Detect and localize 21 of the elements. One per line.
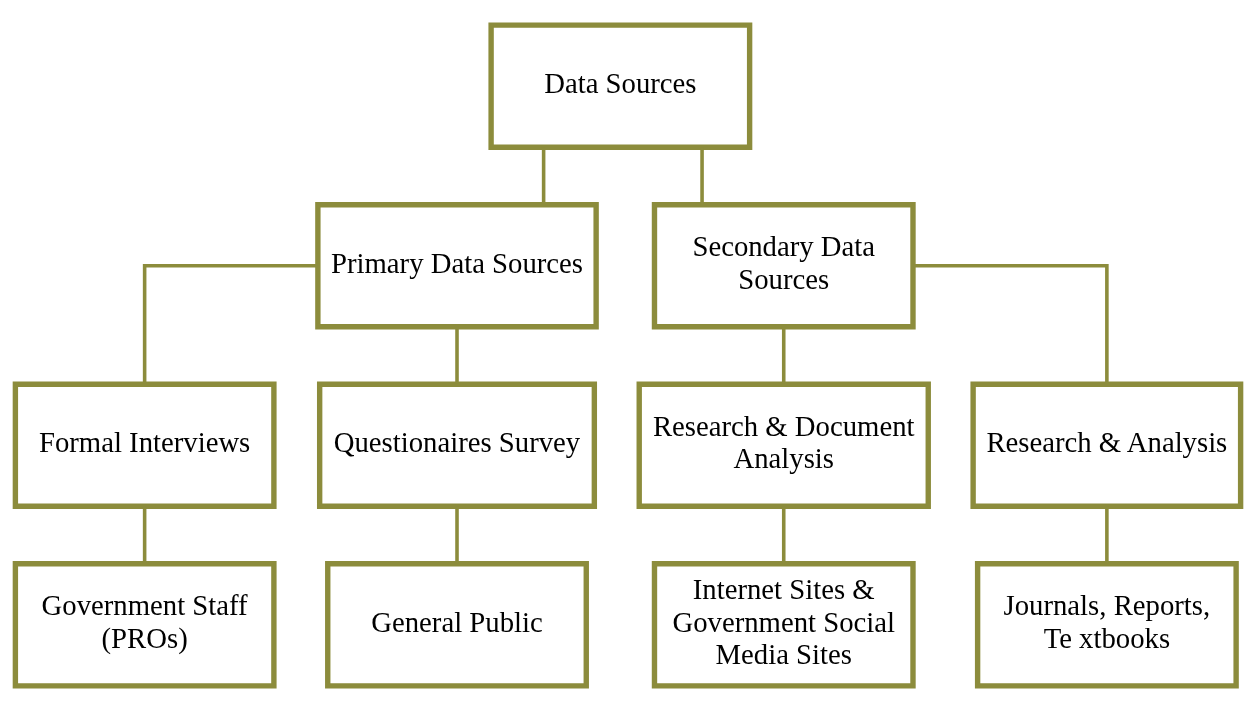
connector xyxy=(142,263,318,384)
node-box: Secondary Data Sources xyxy=(651,201,916,329)
connector xyxy=(781,506,786,563)
connector xyxy=(700,147,704,204)
connector xyxy=(142,506,147,563)
connector xyxy=(913,263,1109,384)
node-box: Research & Document Analysis xyxy=(636,381,931,509)
node-box: Formal Interviews xyxy=(12,381,277,509)
node-box: Internet Sites & Government Social Media Sites xyxy=(651,560,916,688)
node-box: Journals, Reports, Te xtbooks xyxy=(974,560,1239,688)
node-box: Data Sources xyxy=(488,22,753,150)
node-box: Government Staff (PROs) xyxy=(12,560,277,688)
node-box: General Public xyxy=(325,560,589,688)
node-box: Questionaires Survey xyxy=(316,381,598,509)
connector xyxy=(455,326,459,384)
connector xyxy=(781,326,786,384)
connector xyxy=(455,506,459,563)
connector xyxy=(541,147,546,204)
connector xyxy=(1105,506,1109,563)
node-box: Research & Analysis xyxy=(970,381,1244,509)
node-box: Primary Data Sources xyxy=(315,201,599,329)
